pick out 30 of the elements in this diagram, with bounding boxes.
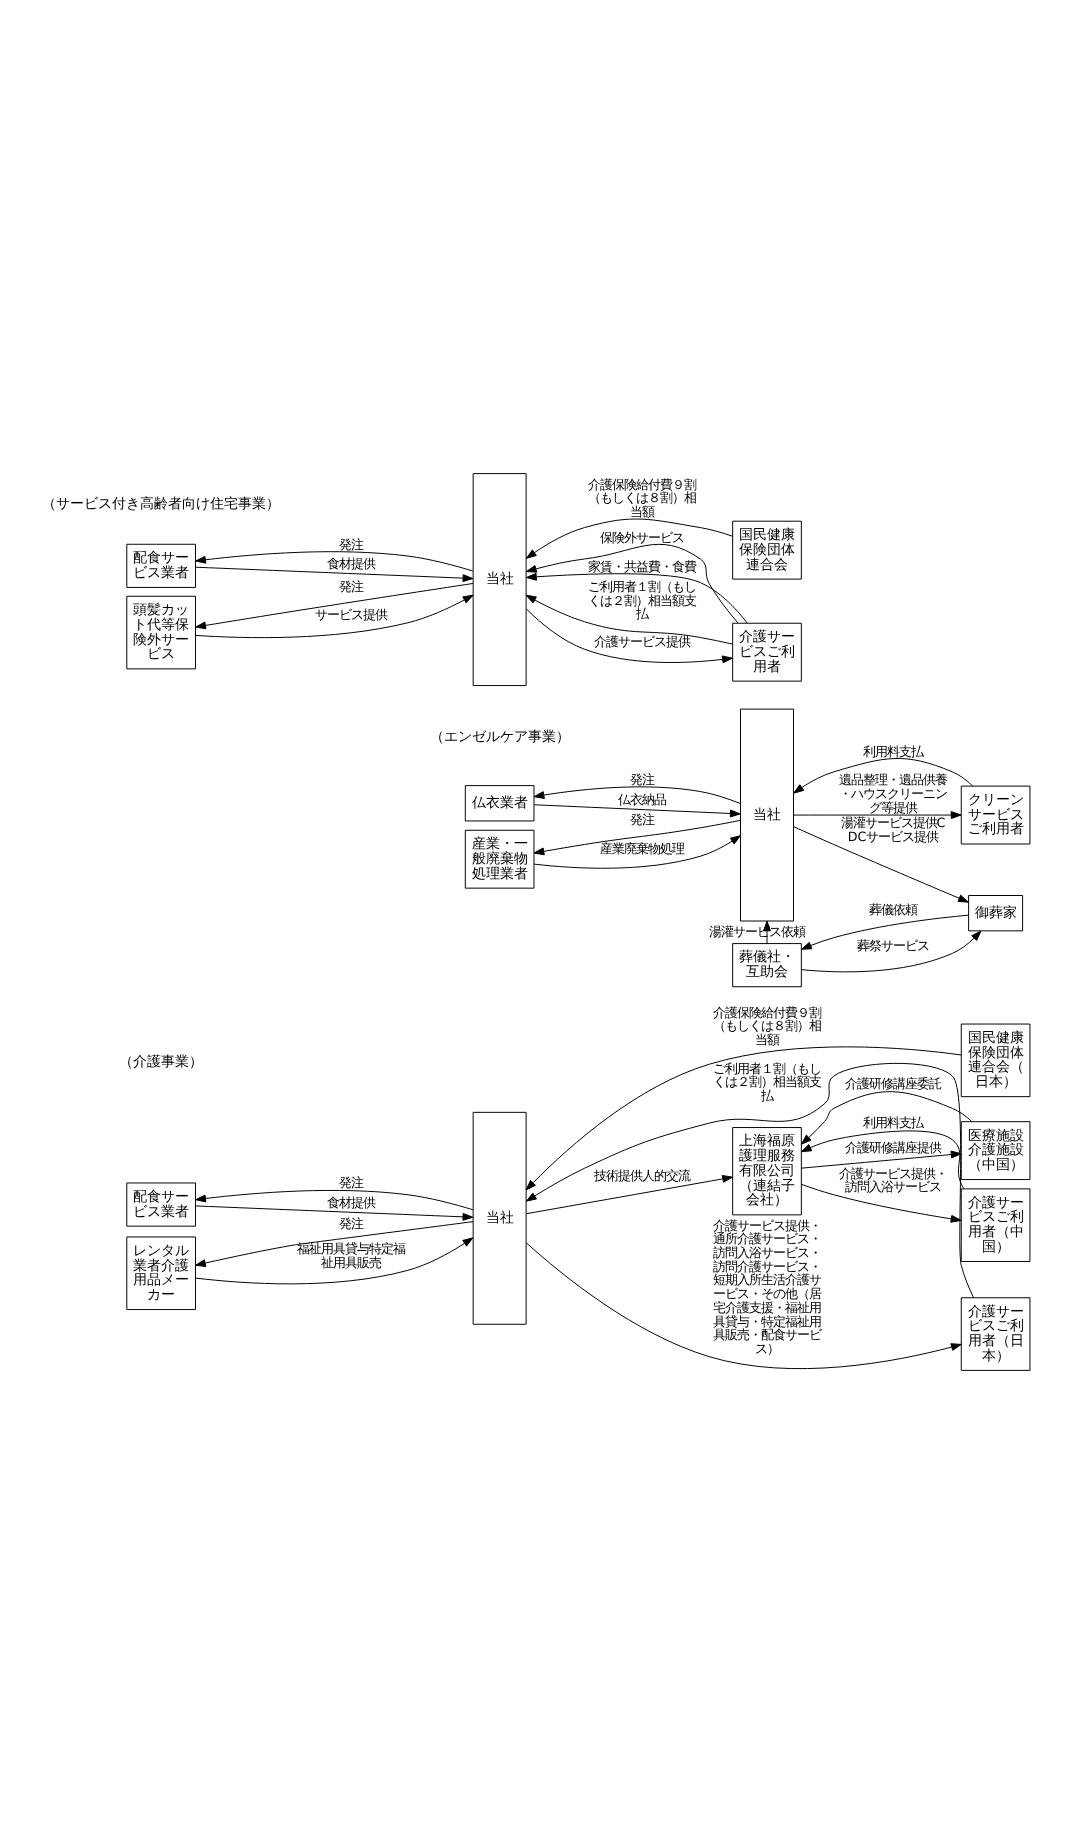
arrow [800,1129,965,1189]
arrow [195,1236,474,1284]
arrow [195,582,474,629]
arrow [793,810,962,818]
arrow [525,517,733,558]
arrow [525,1241,962,1369]
arrow [525,593,733,644]
arrow [793,825,969,902]
arrow [195,1204,474,1220]
arrow [800,1149,962,1168]
arrow [533,818,741,855]
arrow [525,1061,975,1298]
arrow [801,913,970,949]
arrow [801,929,982,972]
arrow [526,571,748,623]
arrow [525,542,739,623]
arrow [800,1182,962,1222]
arrow [195,1220,474,1266]
arrow [195,550,474,571]
arrow [533,803,741,817]
arrow [195,1188,474,1210]
arrow [533,785,741,804]
arrow [526,1174,734,1214]
arrow [533,834,741,868]
arrow [801,1090,973,1144]
arrow [793,757,974,793]
arrow [195,593,474,638]
arrow [195,565,474,582]
arrow [525,1045,962,1190]
arrow [525,607,733,663]
